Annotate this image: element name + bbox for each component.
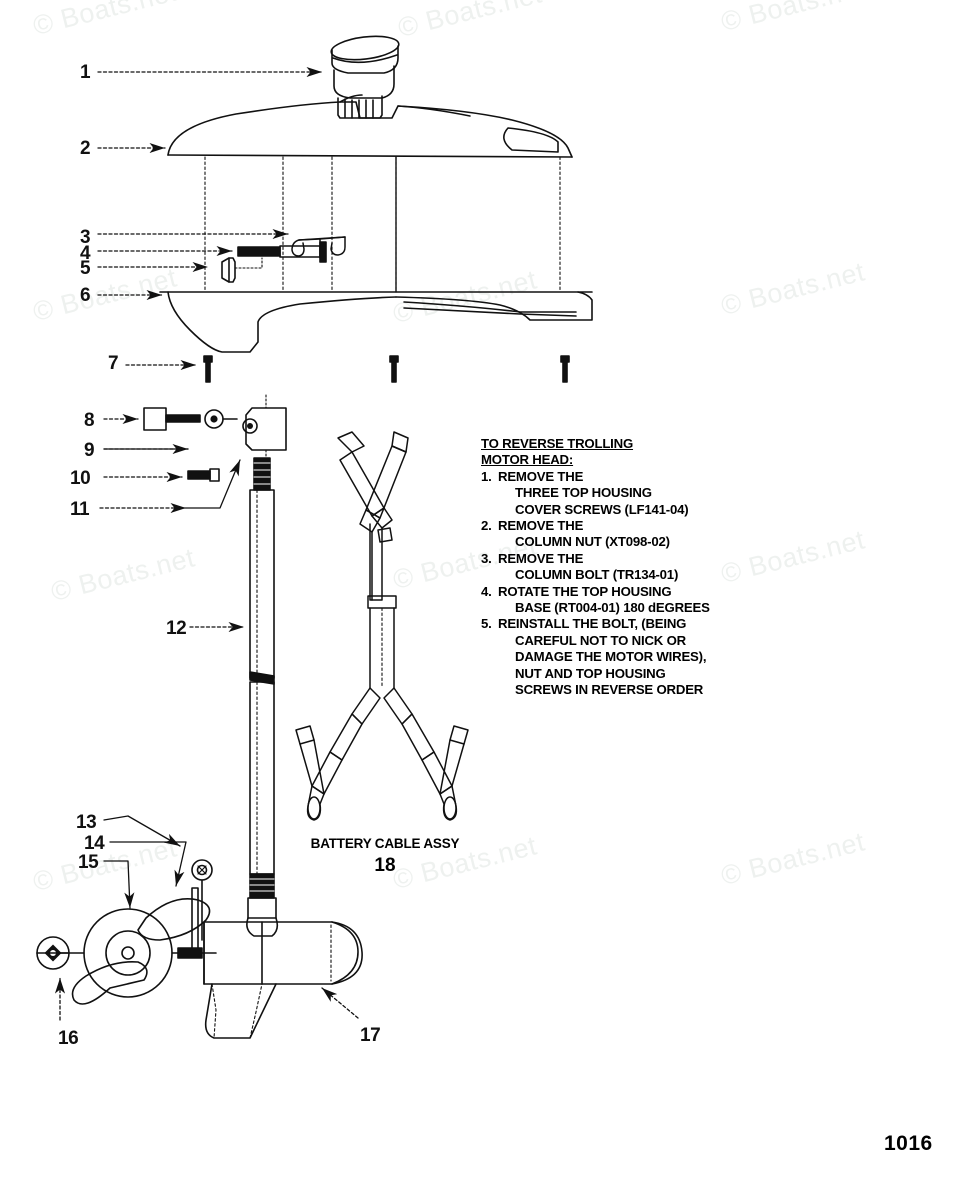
part-lower-motor-housing — [203, 917, 363, 1039]
callout-number-3: 3 — [80, 227, 91, 248]
part-housing-screws — [203, 355, 570, 383]
part-top-housing-cover — [167, 94, 573, 158]
reverse-motor-head-instructions: TO REVERSE TROLLING MOTOR HEAD: 1. REMOVE… — [481, 436, 731, 699]
part-speed-knob — [330, 35, 400, 119]
callout-number-12: 12 — [166, 618, 187, 639]
instruction-step-text: CAREFUL NOT TO NICK OR — [515, 632, 686, 648]
instruction-step-text: SCREWS IN REVERSE ORDER — [515, 682, 704, 698]
instruction-step-text: BASE (RT004-01) 180 dEGREES — [515, 600, 710, 616]
part-column-bolt — [237, 241, 327, 263]
instruction-step-text: NUT AND TOP HOUSING — [515, 665, 666, 681]
instruction-step-number: 4. — [481, 583, 492, 599]
part-retainer-clip — [291, 236, 346, 259]
instruction-step-number: 5. — [481, 616, 492, 632]
part-prop-pin — [191, 859, 213, 941]
part-prop-shaft-screw — [177, 947, 217, 959]
callout-number-11: 11 — [70, 499, 90, 520]
callout-number-13: 13 — [76, 812, 97, 833]
part-propeller — [53, 898, 211, 1005]
instruction-step-text: REMOVE THE — [498, 518, 584, 534]
instruction-step-text: COVER SCREWS (LF141-04) — [515, 501, 689, 517]
callout-number-4: 4 — [80, 243, 91, 264]
instruction-step-text: REMOVE THE — [498, 468, 584, 484]
part-spacer-bushing — [143, 407, 201, 431]
part-shaft-column — [247, 457, 277, 919]
callout-number-7: 7 — [108, 353, 119, 374]
instruction-step-number: 2. — [481, 518, 492, 534]
part-top-housing-base — [159, 291, 593, 353]
instruction-step-text: REMOVE THE — [498, 550, 584, 566]
callout-number-8: 8 — [84, 410, 95, 431]
callout-number-1: 1 — [80, 62, 91, 83]
callout-number-17: 17 — [360, 1025, 381, 1046]
callout-leaders — [54, 66, 359, 1021]
instruction-step-text: COLUMN NUT (XT098-02) — [515, 534, 670, 550]
instructions-heading-line-1: TO REVERSE TROLLING — [481, 436, 634, 451]
instruction-step-text: THREE TOP HOUSING — [515, 485, 652, 501]
part-grommet — [221, 257, 263, 283]
callout-leaders-solid — [103, 448, 241, 909]
instructions-heading-line-2: MOTOR HEAD: — [481, 452, 574, 468]
part-washer — [204, 409, 238, 429]
part-prop-nut — [36, 936, 70, 970]
instruction-step-text: ROTATE THE TOP HOUSING — [498, 583, 672, 599]
instruction-step-text: COLUMN BOLT (TR134-01) — [515, 567, 679, 583]
callout-number-16: 16 — [58, 1028, 79, 1049]
callout-number-10: 10 — [70, 468, 91, 489]
part-battery-cable-assembly — [295, 431, 469, 821]
callout-number-15: 15 — [78, 852, 99, 873]
page-number: 1016 — [884, 1132, 933, 1155]
callout-number-2: 2 — [80, 138, 91, 159]
part-column-mount-block — [242, 394, 287, 469]
callout-number-14: 14 — [84, 833, 105, 854]
battery-cable-assy-label: BATTERY CABLE ASSY — [310, 836, 460, 851]
callout-number-9: 9 — [84, 440, 95, 461]
part-drive-pin — [191, 887, 199, 951]
instruction-step-number: 1. — [481, 468, 492, 484]
instruction-step-text: DAMAGE THE MOTOR WIRES), — [515, 649, 707, 665]
callout-number-5: 5 — [80, 258, 91, 279]
instruction-step-number: 3. — [481, 550, 492, 566]
instruction-step-text: REINSTALL THE BOLT, (BEING — [498, 616, 687, 632]
battery-cable-assy-number: 18 — [374, 855, 396, 876]
part-small-screw — [187, 468, 220, 482]
callout-number-6: 6 — [80, 285, 91, 306]
